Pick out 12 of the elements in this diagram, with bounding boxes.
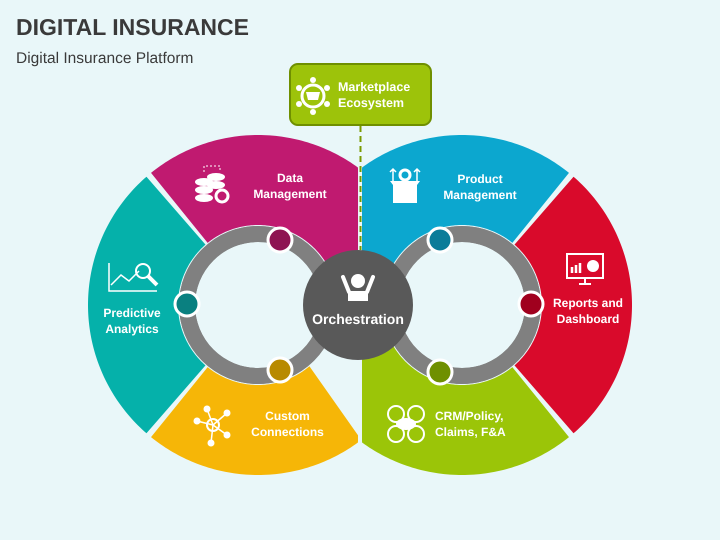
node-label: Product Management: [442, 171, 518, 203]
node-label: Data Management: [252, 170, 328, 202]
node-label: Marketplace Ecosystem: [338, 79, 412, 111]
node-label: Predictive Analytics: [102, 305, 162, 337]
node-label: Reports and Dashboard: [552, 295, 624, 327]
connector-line: [360, 126, 362, 250]
callout-box: [289, 63, 432, 126]
title: DIGITAL INSURANCE: [16, 14, 249, 41]
node-label: CRM/Policy, Claims, F&A: [435, 408, 507, 440]
node-label: Orchestration: [311, 311, 405, 327]
subtitle: Digital Insurance Platform: [16, 50, 194, 68]
node-label: Custom Connections: [250, 408, 325, 440]
